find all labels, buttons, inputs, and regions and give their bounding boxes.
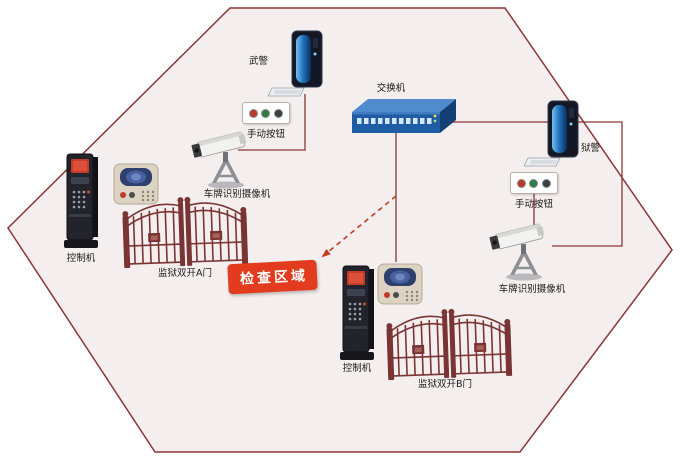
inspection-arrow <box>321 195 397 258</box>
manual-button-panel-right <box>510 172 558 194</box>
device-fingerprint-left <box>112 162 160 206</box>
red-button-icon <box>516 178 526 188</box>
connector-switch-to-right-side <box>442 121 623 247</box>
fingerprint-reader-icon <box>377 263 423 305</box>
device-pc-prison-guard <box>523 100 586 168</box>
connector-pc-to-camera-left <box>238 94 306 151</box>
gate-b-label: 监狱双开B门 <box>417 379 473 390</box>
green-button-icon <box>529 178 539 188</box>
cctv-camera-icon <box>191 131 247 189</box>
iron-gate-icon <box>386 308 513 381</box>
computer-tower-icon <box>523 100 579 167</box>
fingerprint-reader-icon <box>113 163 159 205</box>
manual-button-left-label: 手动按钮 <box>246 129 285 140</box>
manual-button-panel-left <box>242 102 290 124</box>
network-switch-icon <box>352 99 456 133</box>
controller-left-label: 控制机 <box>66 253 96 264</box>
device-gate-a <box>119 192 252 270</box>
device-controller-left <box>60 152 104 250</box>
controller-bottom-label: 控制机 <box>342 363 372 374</box>
device-gate-b <box>383 304 516 382</box>
gate-a-label: 监狱双开A门 <box>158 268 212 279</box>
device-lpr-camera-left <box>188 126 262 190</box>
computer-tower-icon <box>267 30 323 97</box>
pc-armed-police-label: 武警 <box>248 56 268 67</box>
device-network-switch <box>346 96 458 138</box>
device-controller-bottom <box>336 264 380 362</box>
access-controller-icon <box>340 265 374 360</box>
iron-gate-icon <box>122 196 249 269</box>
cctv-camera-icon <box>489 223 545 281</box>
green-button-icon <box>261 108 271 118</box>
floor-plane <box>7 7 673 453</box>
access-controller-icon <box>64 153 98 248</box>
red-button-icon <box>248 108 258 118</box>
pc-prison-guard-label: 狱警 <box>581 143 601 154</box>
inspection-area-badge: 检查区域 <box>227 259 318 295</box>
switch-label: 交换机 <box>376 83 406 94</box>
device-lpr-camera-right <box>486 218 560 282</box>
camera-left-label: 车牌识别摄像机 <box>203 189 271 200</box>
device-pc-armed-police <box>267 30 330 98</box>
black-button-icon <box>542 178 552 188</box>
device-fingerprint-bottom <box>376 262 424 306</box>
camera-right-label: 车牌识别摄像机 <box>498 284 566 295</box>
black-button-icon <box>274 108 284 118</box>
manual-button-right-label: 手动按钮 <box>514 199 553 210</box>
